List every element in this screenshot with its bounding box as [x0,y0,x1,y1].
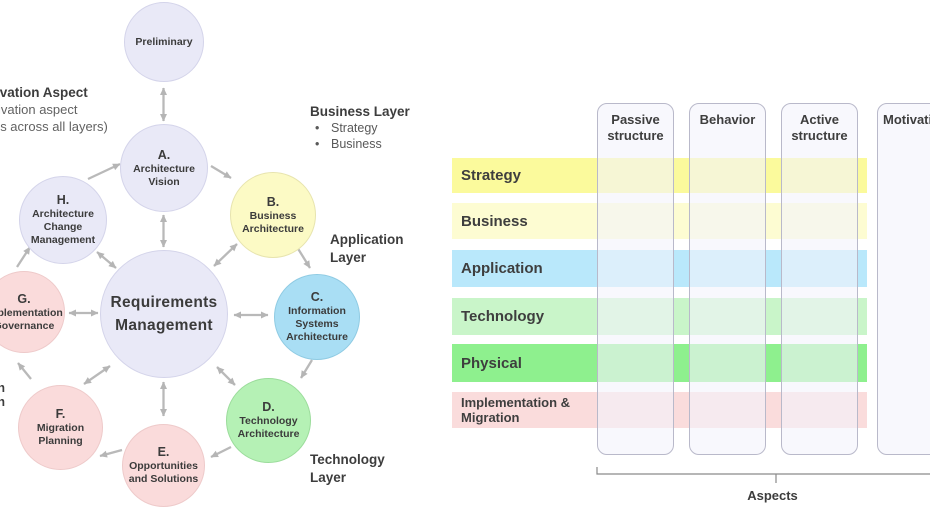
phase-e-opportunities-and-solutions: E. Opportunities and Solutions [122,424,205,507]
impl-clip-line2: Migration [0,395,5,409]
column-active-structure: Active structure [781,103,858,455]
phase-f-line1: Migration [36,422,85,434]
motivation-aspect-sub2: spans across all layers) [0,119,108,134]
phase-h-line1: Architecture [32,208,94,220]
column-motivation: Motivation [877,103,930,455]
motivation-aspect-title: Motivation Aspect [0,85,88,100]
phase-c-line3: Architecture [286,331,348,343]
technology-layer-line1: Technology [310,452,385,467]
phase-h-line3: Management [30,234,96,246]
application-layer-label: Application Layer [330,231,404,267]
business-layer-label: Business Layer • Strategy • Business [310,103,410,152]
requirements-line2: Management [115,317,213,334]
bullet-label: Strategy [331,121,378,135]
technology-layer-label: Technology Layer [310,451,385,487]
phase-a-architecture-vision: A. Architecture Vision [120,124,208,212]
requirements-line1: Requirements [110,294,218,311]
row-strategy-label: Strategy [461,167,522,184]
phase-c-line1: Information [288,305,346,317]
row-technology-label: Technology [461,308,545,325]
row-application-label: Application [461,260,543,277]
phase-h-architecture-change-management: H. Architecture Change Management [19,176,107,264]
column-passive-structure-header: Passive structure [607,112,664,143]
requirements-management-circle: Requirements Management [100,250,228,378]
phase-f-line2: Planning [38,435,83,447]
business-layer-title: Business Layer [310,104,410,119]
phase-b-line1: Business [249,209,297,222]
phase-d-letter: D. [262,400,275,414]
phase-a-line2: Vision [148,175,180,188]
phase-g-line2: Governance [0,319,55,332]
phase-a-line1: Architecture [133,162,195,175]
phase-a-letter: A. [157,147,171,162]
phase-g-line1: Implementation [0,306,63,319]
phase-h-letter: H. [56,193,70,207]
phase-b-business-architecture: B. Business Architecture [230,172,316,258]
technology-layer-line2: Layer [310,470,347,485]
aspects-bracket-label: Aspects [747,488,798,503]
aspects-bracket [596,467,930,483]
row-business-label: Business [461,212,528,230]
phase-f-letter: F. [55,407,66,421]
column-active-structure-header: Active structure [791,112,848,143]
phase-e-letter: E. [157,445,170,459]
phase-h-line2: Change [43,221,83,233]
motivation-aspect-sub1: (motivation aspect [0,102,78,117]
impl-clip-line1: Implementation [0,381,5,395]
row-implementation-migration-label: Implementation & Migration [461,394,571,426]
phase-b-line2: Architecture [242,222,304,235]
phase-f-migration-planning: F. Migration Planning [18,385,103,470]
phase-preliminary-label: Preliminary [135,35,193,48]
column-passive-structure: Passive structure [597,103,674,455]
application-layer-line2: Layer [330,250,367,265]
implementation-migration-clipped-label: Implementation Migration [0,381,5,409]
phase-e-line1: Opportunities [129,460,198,472]
phase-c-information-systems-architecture: C. Information Systems Architecture [274,274,360,360]
phase-b-letter: B. [266,194,280,209]
application-layer-line1: Application [330,232,404,247]
phase-g-letter: G. [17,291,31,306]
phase-d-line1: Technology [239,415,298,427]
business-layer-bullet-business: • Business [310,137,410,153]
bullet-icon: • [315,136,320,151]
row-physical-label: Physical [461,354,522,372]
column-behavior: Behavior [689,103,766,455]
phase-preliminary: Preliminary [124,2,204,82]
phase-e-line2: and Solutions [128,473,199,485]
business-layer-bullet-strategy: • Strategy [310,121,410,137]
bullet-icon: • [315,121,320,135]
motivation-aspect-note: Motivation Aspect (motivation aspect spa… [0,84,108,135]
column-behavior-header: Behavior [699,112,756,127]
column-motivation-header: Motivation [883,112,930,127]
phase-d-line2: Architecture [237,428,300,440]
phase-c-letter: C. [310,290,324,304]
phase-d-technology-architecture: D. Technology Architecture [226,378,311,463]
bullet-label: Business [331,136,382,151]
phase-c-line2: Systems [295,318,339,330]
